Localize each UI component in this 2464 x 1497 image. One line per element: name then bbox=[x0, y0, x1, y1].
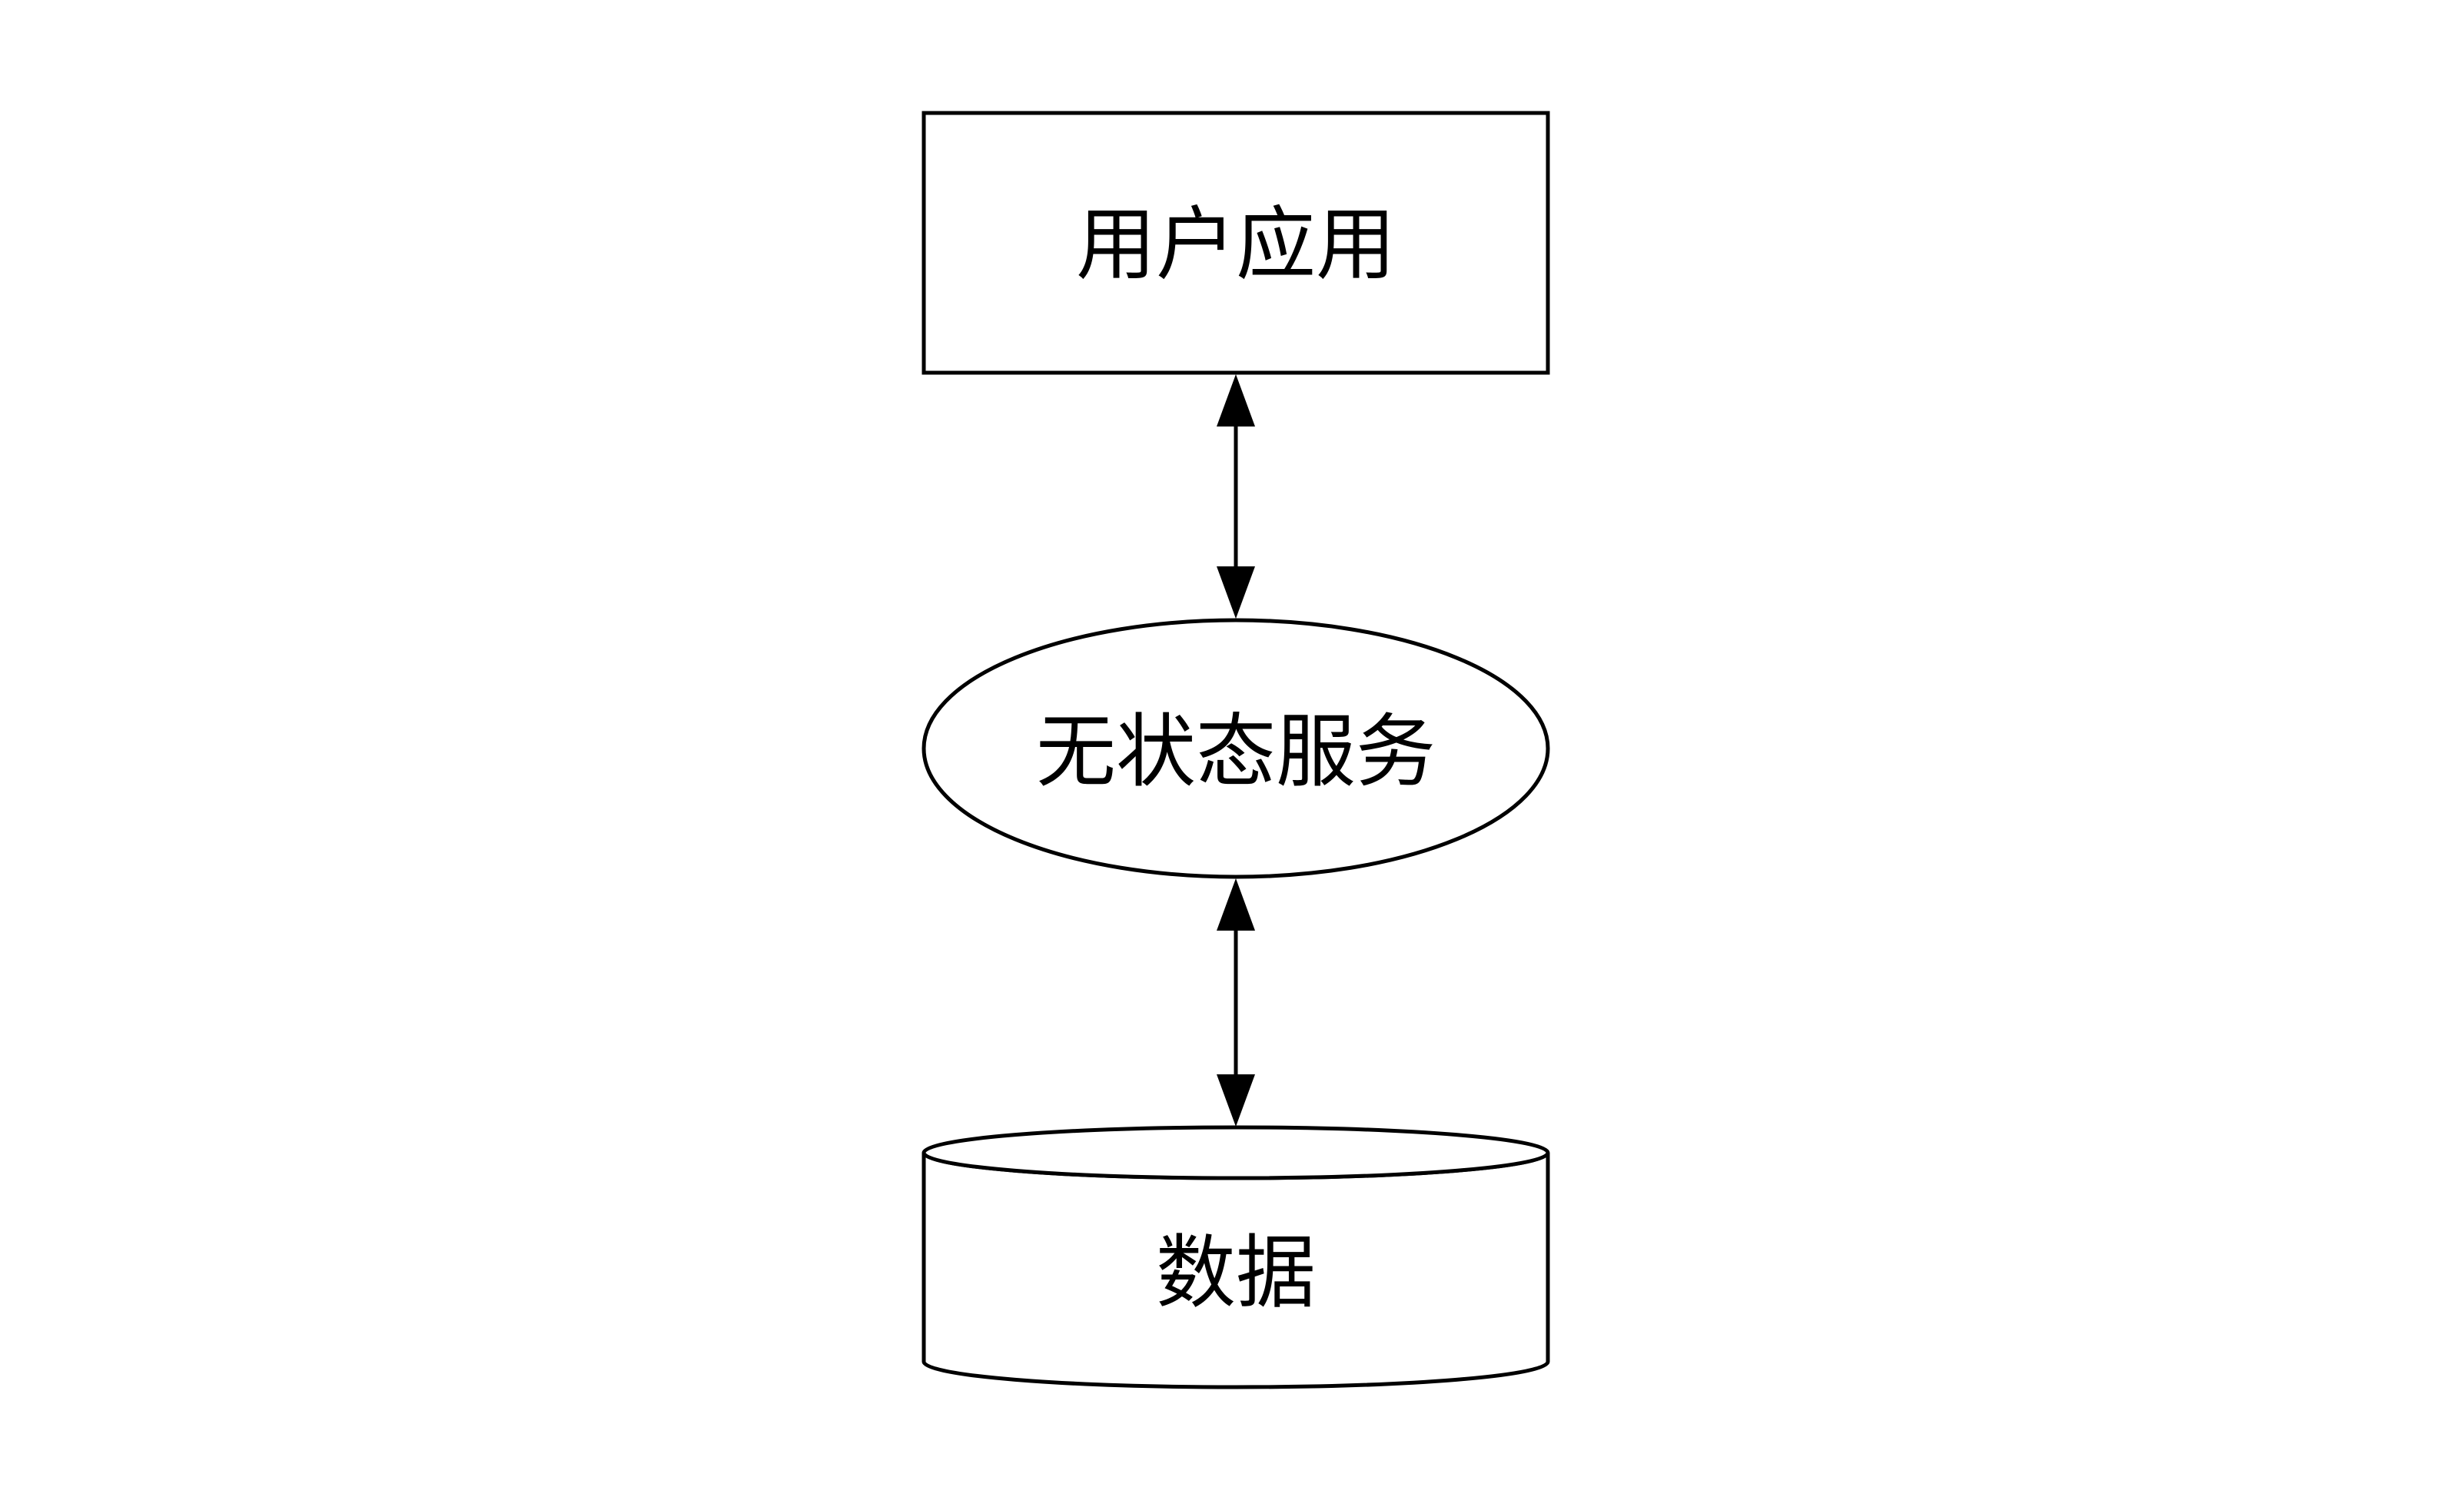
user-app-label: 用户应用 bbox=[1076, 197, 1396, 291]
user-app-box bbox=[922, 111, 1550, 375]
data-label: 数据 bbox=[1156, 1226, 1316, 1319]
edge-service-data bbox=[1217, 878, 1255, 1127]
node-user-app: 用户应用 bbox=[922, 111, 1550, 375]
edge-app-service bbox=[1217, 374, 1255, 619]
stateless-service-label: 无状态服务 bbox=[1036, 705, 1436, 798]
data-cylinder-top bbox=[922, 1125, 1550, 1180]
arrowhead-down-service bbox=[1217, 566, 1255, 619]
node-stateless-service: 无状态服务 bbox=[922, 618, 1550, 879]
arrowhead-up-app bbox=[1217, 374, 1255, 427]
arrowhead-down-data bbox=[1217, 1074, 1255, 1127]
stateless-service-ellipse bbox=[922, 618, 1550, 879]
node-data: 数据 bbox=[922, 1125, 1550, 1389]
arrowhead-up-service bbox=[1217, 878, 1255, 931]
